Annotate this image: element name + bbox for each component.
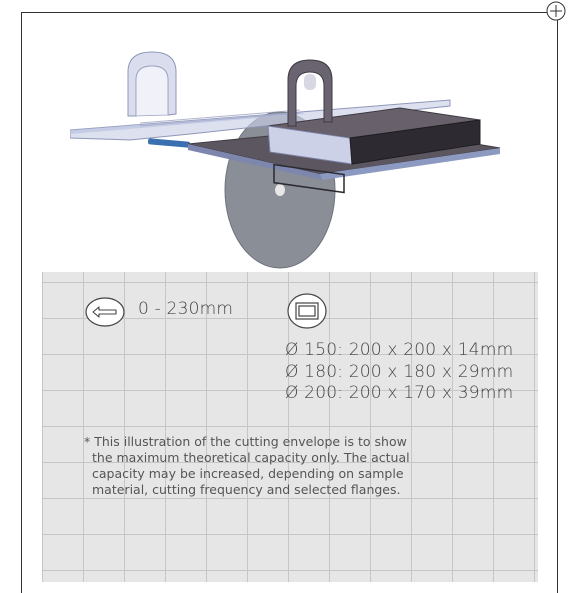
disclaimer-line: * This illustration of the cutting envel… (84, 434, 407, 449)
info-grid-panel (42, 272, 538, 582)
disclaimer-note: * This illustration of the cutting envel… (84, 434, 484, 498)
slider-rod (147, 138, 191, 148)
capacity-row: Ø 180: 200 x 180 x 29mm (285, 362, 514, 382)
page-frame (21, 12, 558, 593)
cutting-envelope-illustration (70, 51, 501, 269)
disclaimer-line: the maximum theoretical capacity only. T… (92, 450, 410, 465)
rectangle-section-icon (287, 293, 327, 329)
left-arrow-icon (85, 297, 125, 327)
plus-circle-icon (546, 1, 566, 21)
capacity-row: Ø 200: 200 x 170 x 39mm (285, 383, 514, 403)
solid-clamp (287, 59, 333, 127)
range-value: 0 - 230mm (138, 299, 234, 319)
disclaimer-line: capacity may be increased, depending on … (92, 466, 404, 481)
disclaimer-line: material, cutting frequency and selected… (92, 482, 401, 497)
capacity-row: Ø 150: 200 x 200 x 14mm (285, 340, 514, 360)
